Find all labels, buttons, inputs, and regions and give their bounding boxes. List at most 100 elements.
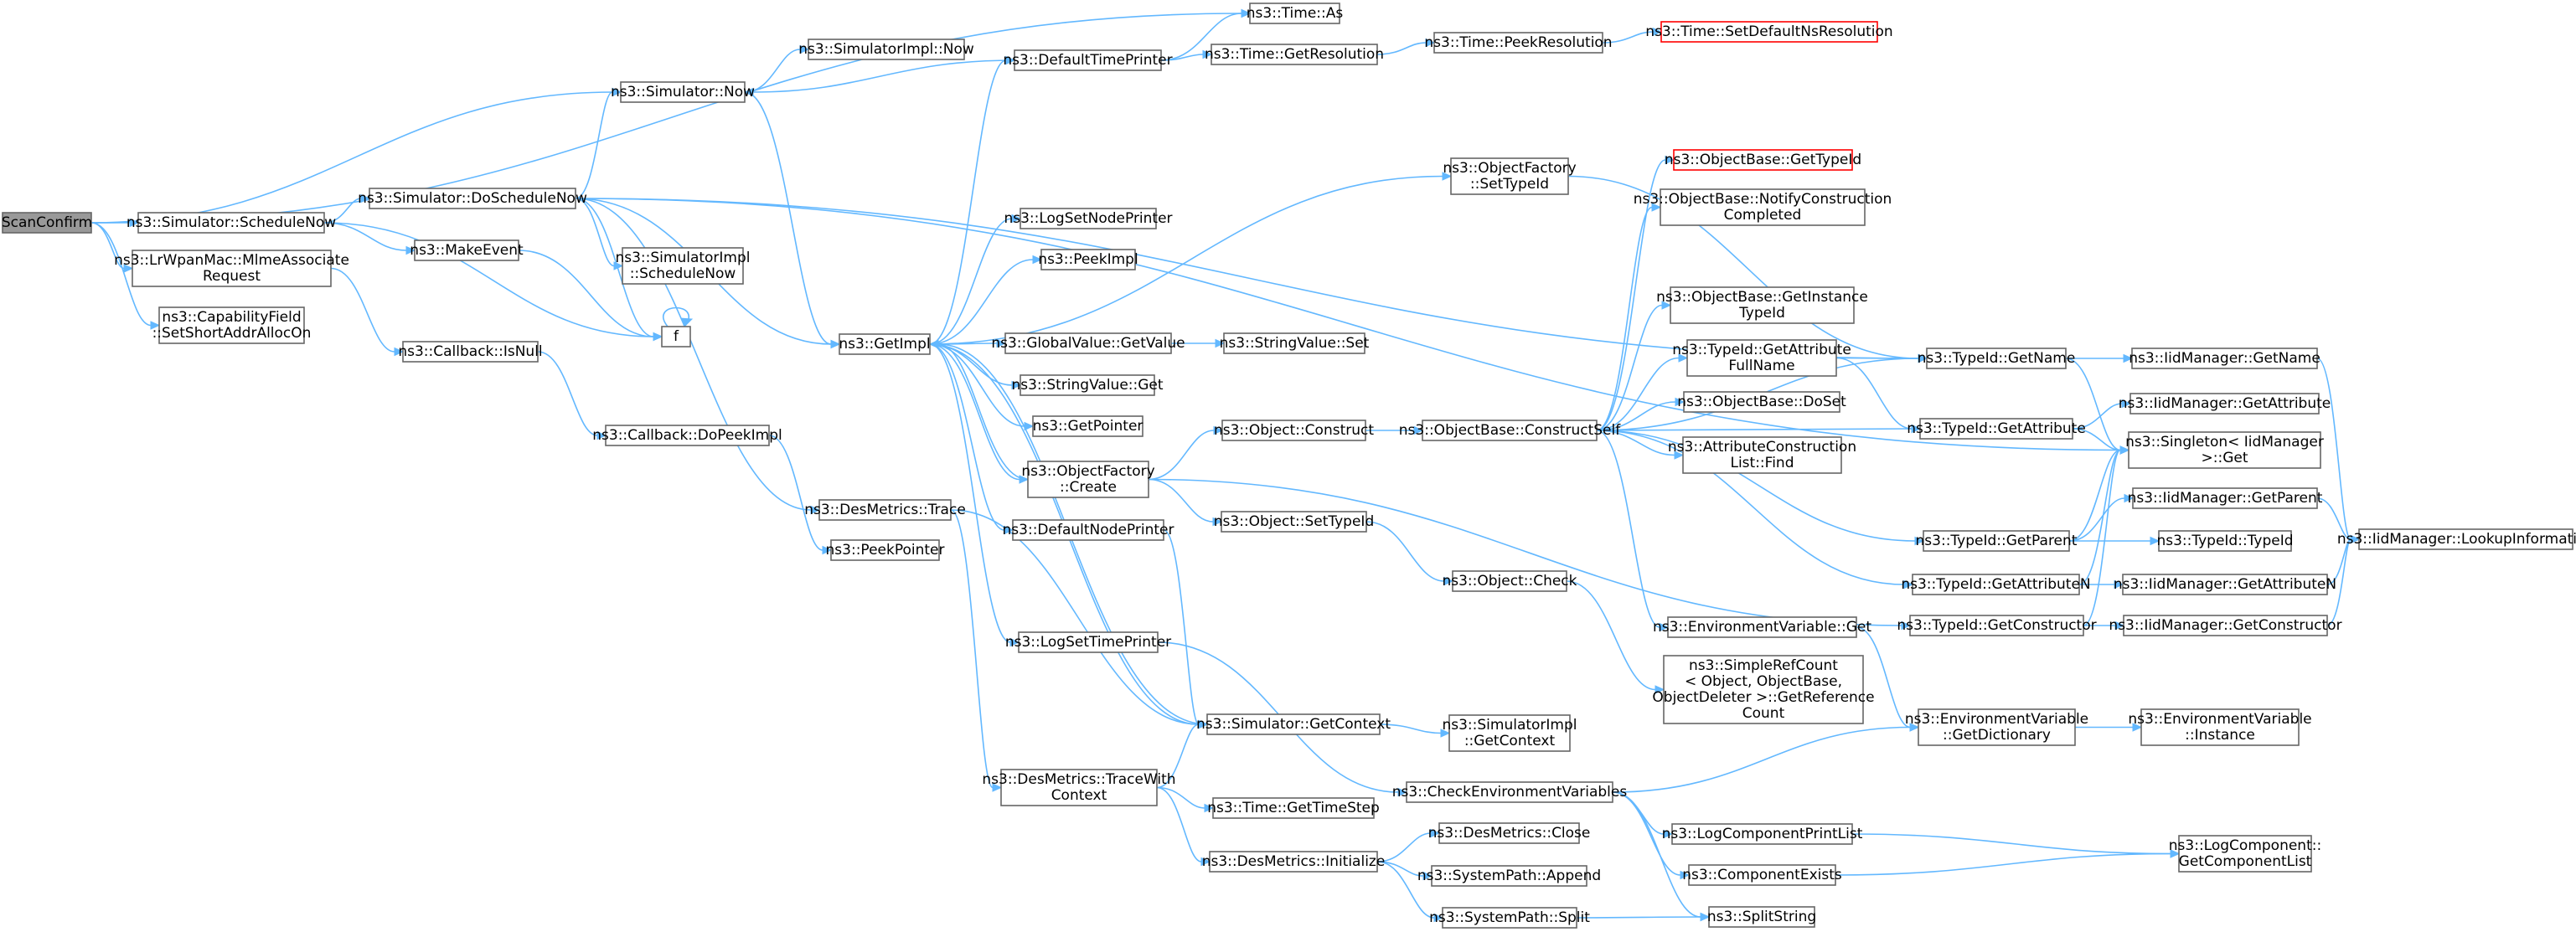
node-box [2132, 487, 2318, 509]
node-objectbase-notify[interactable]: ns3::ObjectBase::NotifyConstructionCompl… [1634, 188, 1892, 226]
node-simimpl-schedulenow[interactable]: ns3::SimulatorImpl::ScheduleNow [615, 247, 751, 285]
node-iidmanager-getname[interactable]: ns3::IidManager::GetName [2129, 348, 2320, 369]
node-sim-getcontext[interactable]: ns3::Simulator::GetContext [1196, 713, 1391, 735]
node-label: ns3::LrWpanMac::MlmeAssociate [114, 252, 349, 269]
edge-line [2068, 497, 2125, 542]
edge-arrowhead [612, 87, 622, 97]
node-typeid-getparent[interactable]: ns3::TypeId::GetParent [1916, 530, 2078, 552]
edge-arrowhead [1202, 49, 1213, 59]
node-systempath-append[interactable]: ns3::SystemPath::Append [1417, 865, 1601, 887]
node-label: ns3::EnvironmentVariable [1905, 711, 2088, 728]
edge-envvar-getdictionary-to-envvar-instance [2074, 723, 2143, 732]
node-object-construct[interactable]: ns3::Object::Construct [1214, 420, 1374, 441]
node-simimpl-getcontext[interactable]: ns3::SimulatorImpl::GetContext [1442, 714, 1577, 752]
node-simimpl-now[interactable]: ns3::SimulatorImpl::Now [798, 39, 974, 60]
node-f[interactable]: f [661, 326, 691, 348]
node-time-as[interactable]: ns3::Time::As [1247, 3, 1344, 24]
node-defaulttimeprinter[interactable]: ns3::DefaultTimePrinter [1003, 49, 1173, 71]
edge-line [323, 198, 362, 224]
node-objectfactory-settypeid[interactable]: ns3::ObjectFactory::SetTypeId [1443, 157, 1577, 195]
node-box [1671, 823, 1853, 845]
node-label: ns3::IidManager::GetAttribute [2119, 395, 2331, 412]
node-box [1040, 249, 1136, 270]
node-box [2178, 835, 2312, 873]
node-box [1406, 781, 1613, 803]
node-time-setdefaultns[interactable]: ns3::Time::SetDefaultNsResolution [1645, 21, 1893, 43]
node-stringvalue-get[interactable]: ns3::StringValue::Get [1011, 374, 1164, 396]
node-desmetrics-trace[interactable]: ns3::DesMetrics::Trace [804, 499, 966, 521]
node-iidmanager-getparent[interactable]: ns3::IidManager::GetParent [2128, 487, 2323, 509]
node-time-peekresolution[interactable]: ns3::Time::PeekResolution [1424, 32, 1613, 54]
node-time-gettimestep[interactable]: ns3::Time::GetTimeStep [1207, 797, 1380, 819]
node-cb-dopeekimpl[interactable]: ns3::Callback::DoPeekImpl [592, 425, 782, 446]
node-globalvalue-getvalue[interactable]: ns3::GlobalValue::GetValue [991, 332, 1185, 354]
node-typeid-getattribute[interactable]: ns3::TypeId::GetAttribute [1907, 418, 2086, 440]
node-iidmanager-lookupinfo[interactable]: ns3::IidManager::LookupInformation [2337, 528, 2576, 550]
node-capfield[interactable]: ns3::CapabilityField::SetShortAddrAllocO… [152, 306, 312, 344]
node-object-check[interactable]: ns3::Object::Check [1442, 570, 1577, 592]
edge-objectbase-constructself-to-objectbase-gettypeid [1596, 155, 1675, 431]
edge-arrowhead [596, 430, 607, 440]
node-typeid-typeid[interactable]: ns3::TypeId::TypeId [2156, 530, 2294, 552]
node-object-settypeid[interactable]: ns3::Object::SetTypeId [1214, 511, 1375, 533]
edge-arrowhead [150, 321, 161, 330]
node-desmetrics-close[interactable]: ns3::DesMetrics::Close [1428, 822, 1591, 844]
node-checkenvvars[interactable]: ns3::CheckEnvironmentVariables [1392, 781, 1628, 803]
node-typeid-getconstructor[interactable]: ns3::TypeId::GetConstructor [1897, 615, 2097, 636]
node-systempath-split[interactable]: ns3::SystemPath::Split [1429, 907, 1590, 929]
node-sim-now[interactable]: ns3::Simulator::Now [611, 81, 755, 103]
node-label: Completed [1724, 207, 1802, 224]
node-box [1249, 3, 1340, 24]
node-objectbase-constructself[interactable]: ns3::ObjectBase::ConstructSelf [1399, 420, 1621, 441]
node-singleton-get[interactable]: ns3::Singleton< IidManager>::Get [2125, 431, 2324, 469]
node-envvar-getdictionary[interactable]: ns3::EnvironmentVariable::GetDictionary [1905, 708, 2088, 746]
node-getimpl[interactable]: ns3::GetImpl [839, 333, 931, 355]
edge-line [323, 222, 654, 337]
node-logcomponent-getlist[interactable]: ns3::LogComponent::GetComponentList [2169, 835, 2321, 873]
edge-line [518, 250, 654, 337]
node-componentexists[interactable]: ns3::ComponentExists [1682, 864, 1842, 886]
node-sim-schedulenow[interactable]: ns3::Simulator::ScheduleNow [126, 212, 336, 234]
node-simplerefcount[interactable]: ns3::SimpleRefCount< Object, ObjectBase,… [1652, 655, 1875, 724]
node-sim-doschedulenow[interactable]: ns3::Simulator::DoScheduleNow [358, 188, 587, 209]
node-makeevent[interactable]: ns3::MakeEvent [410, 239, 524, 261]
node-stringvalue-set[interactable]: ns3::StringValue::Set [1220, 332, 1370, 354]
node-logsetnodeprinter[interactable]: ns3::LogSetNodePrinter [1004, 208, 1173, 229]
node-label: ns3::CapabilityField [162, 309, 301, 326]
node-objectbase-gettypeid[interactable]: ns3::ObjectBase::GetTypeId [1665, 149, 1861, 171]
node-defaultnodeprinter[interactable]: ns3::DefaultNodePrinter [1003, 519, 1174, 541]
node-objectbase-doset[interactable]: ns3::ObjectBase::DoSet [1677, 391, 1846, 413]
edge-arrowhead [405, 245, 416, 255]
node-logsettimeprinter[interactable]: ns3::LogSetTimePrinter [1005, 631, 1171, 653]
edge-arrowhead [1004, 525, 1014, 535]
edge-line [575, 198, 812, 511]
edge-arrowhead [1204, 803, 1215, 813]
node-iidmanager-getattribute[interactable]: ns3::IidManager::GetAttribute [2119, 393, 2331, 415]
node-time-getresolution[interactable]: ns3::Time::GetResolution [1205, 44, 1384, 65]
node-iidmanager-getconstructor[interactable]: ns3::IidManager::GetConstructor [2109, 615, 2342, 636]
node-peekimpl[interactable]: ns3::PeekImpl [1038, 249, 1138, 270]
node-label: f [674, 328, 679, 345]
node-typeid-getattributen[interactable]: ns3::TypeId::GetAttributeN [1901, 574, 2091, 595]
node-envvar-get[interactable]: ns3::EnvironmentVariable::Get [1653, 616, 1871, 638]
node-getpointer[interactable]: ns3::GetPointer [1032, 415, 1143, 437]
node-splitstring[interactable]: ns3::SplitString [1707, 906, 1816, 928]
node-logcomponentprintlist[interactable]: ns3::LogComponentPrintList [1662, 823, 1863, 845]
edge-arrowhead [1433, 913, 1444, 923]
node-typeid-getname[interactable]: ns3::TypeId::GetName [1918, 348, 2076, 369]
node-scanconfirm[interactable]: ScanConfirm [2, 212, 92, 234]
node-label: ::Instance [2185, 727, 2255, 744]
node-envvar-instance[interactable]: ns3::EnvironmentVariable::Instance [2128, 708, 2312, 746]
node-peekpointer[interactable]: ns3::PeekPointer [826, 539, 945, 561]
node-objectfactory-create[interactable]: ns3::ObjectFactory::Create [1021, 461, 1155, 498]
edge-line [1835, 357, 1913, 430]
node-iidmanager-getattributen[interactable]: ns3::IidManager::GetAttributeN [2114, 574, 2336, 595]
node-cb-isnull[interactable]: ns3::Callback::IsNull [398, 341, 543, 363]
node-desmetrics-initialize[interactable]: ns3::DesMetrics::Initialize [1202, 851, 1386, 873]
